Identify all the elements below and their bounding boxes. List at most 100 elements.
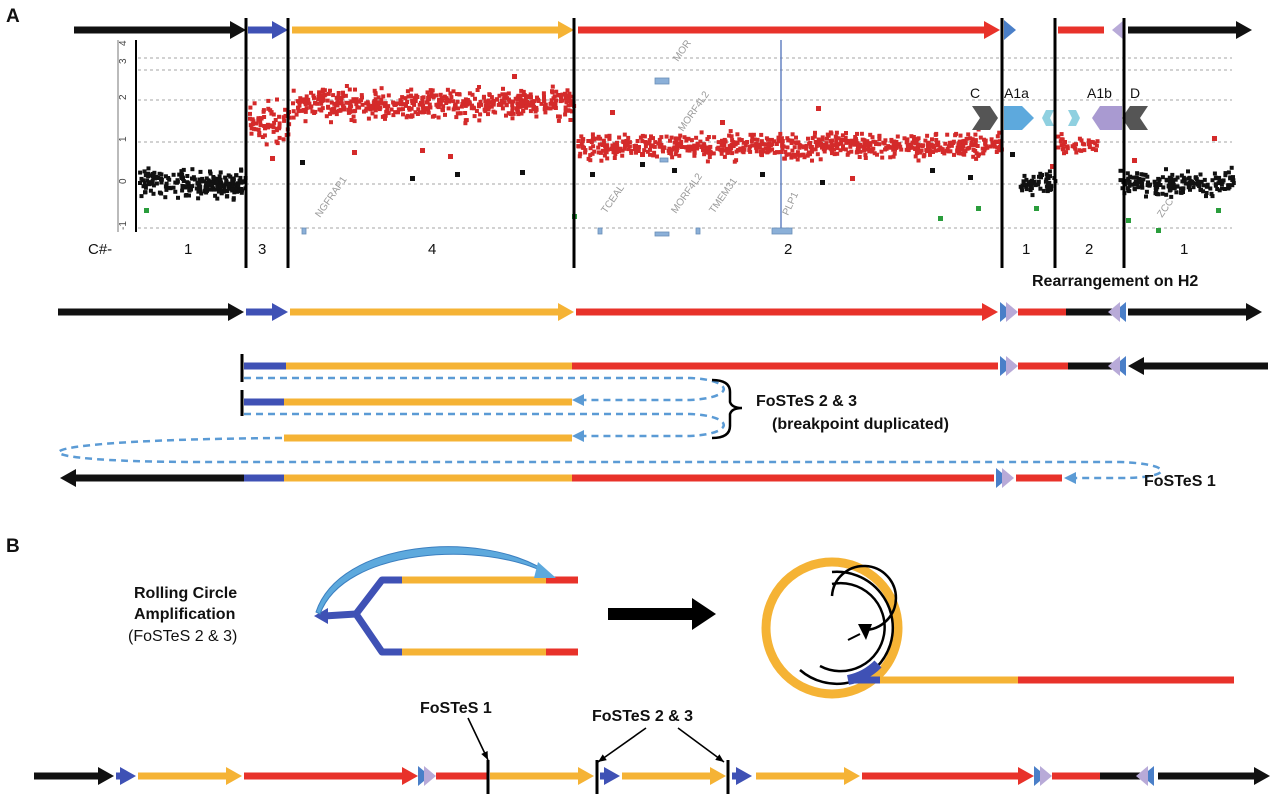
data-dot: [154, 181, 159, 186]
data-dot: [368, 106, 373, 111]
data-dot: [774, 142, 779, 146]
data-dot: [1160, 191, 1165, 196]
data-dot: [534, 114, 539, 119]
data-dot: [766, 143, 771, 148]
data-dot: [1230, 183, 1235, 188]
data-dot: [962, 149, 967, 154]
data-dot: [1164, 167, 1168, 172]
data-dot: [577, 154, 582, 159]
data-dot: [589, 140, 594, 144]
fostes-1-label-a: FoSTeS 1: [1144, 473, 1216, 490]
data-dot: [224, 189, 229, 194]
data-dot: [446, 99, 451, 103]
data-dot: [493, 110, 498, 115]
data-dot: [780, 146, 785, 151]
data-dot: [759, 139, 764, 144]
data-dot: [386, 104, 391, 109]
data-dot: [218, 177, 223, 182]
data-dot: [316, 94, 321, 99]
gene-box-1: [597, 227, 603, 235]
data-dot: [490, 99, 495, 104]
data-dot: [192, 177, 197, 182]
data-dot: [689, 145, 694, 150]
data-dot: [720, 138, 724, 143]
outlier-dot: [520, 170, 525, 175]
data-dot: [463, 111, 468, 115]
data-dot: [794, 135, 798, 140]
outlier-dot: [976, 206, 981, 211]
data-dot: [891, 141, 896, 146]
data-dot: [682, 135, 687, 140]
data-dot: [1144, 189, 1149, 194]
data-dot: [1133, 182, 1138, 187]
data-dot: [256, 127, 261, 132]
data-dot: [328, 111, 332, 116]
data-dot: [719, 143, 724, 147]
data-dot: [868, 132, 873, 137]
data-dot: [1179, 190, 1184, 195]
data-dot: [673, 152, 678, 157]
data-dot: [870, 149, 874, 154]
data-dot: [224, 194, 229, 199]
data-dot: [343, 93, 348, 98]
data-dot: [763, 146, 768, 151]
data-dot: [1086, 138, 1091, 143]
data-dot: [1164, 192, 1169, 197]
data-dot: [425, 90, 430, 95]
data-dot: [785, 136, 790, 141]
data-dot: [190, 176, 194, 181]
data-dot: [139, 194, 144, 199]
data-dot: [1197, 180, 1202, 185]
data-dot: [728, 129, 733, 134]
data-dot: [925, 133, 930, 138]
outlier-dot: [1126, 218, 1131, 223]
data-dot: [428, 88, 433, 93]
data-dot: [685, 148, 690, 153]
outlier-dot: [512, 74, 517, 79]
gene-box-2: [654, 77, 670, 85]
data-dot: [802, 155, 807, 160]
data-dot: [254, 121, 259, 126]
data-dot: [1220, 179, 1225, 184]
data-dot: [1201, 189, 1206, 194]
data-dot: [258, 123, 263, 128]
data-dot: [611, 150, 616, 155]
b-yellow-3-head: [710, 767, 726, 785]
data-dot: [804, 143, 809, 148]
data-dot: [171, 185, 176, 190]
data-dot: [339, 95, 344, 100]
data-dot: [173, 189, 178, 194]
b-pointer-fostes23-left: [597, 727, 647, 763]
data-dot: [647, 138, 652, 143]
data-dot: [973, 140, 978, 145]
outlier-dot: [816, 106, 821, 111]
data-dot: [712, 135, 717, 140]
data-dot: [737, 137, 742, 142]
data-dot: [938, 145, 943, 150]
data-dot: [877, 137, 882, 142]
data-dot: [531, 107, 536, 112]
data-dot: [502, 100, 507, 105]
row2-purple-tri-rev: [1108, 356, 1120, 376]
data-dot: [405, 113, 410, 118]
segment-label-d: D: [1130, 85, 1140, 101]
rca-label-line2: Amplification: [134, 606, 235, 623]
data-dot: [332, 106, 337, 111]
data-dot: [282, 118, 287, 123]
data-dot: [754, 149, 759, 154]
data-dot: [210, 179, 215, 184]
data-dot: [691, 147, 696, 152]
data-dot: [163, 195, 168, 200]
y-tick-0: 0: [118, 178, 129, 184]
data-dot: [910, 145, 915, 150]
data-dot: [1140, 185, 1145, 190]
top-black-arrow-head: [230, 21, 246, 39]
data-dot: [218, 184, 223, 189]
data-dot: [1208, 186, 1213, 191]
data-dot: [694, 135, 699, 140]
data-dot: [353, 108, 358, 113]
b-red-1-head: [402, 767, 418, 785]
data-dot: [461, 99, 466, 104]
data-dot: [229, 183, 234, 187]
data-dot: [848, 140, 853, 145]
